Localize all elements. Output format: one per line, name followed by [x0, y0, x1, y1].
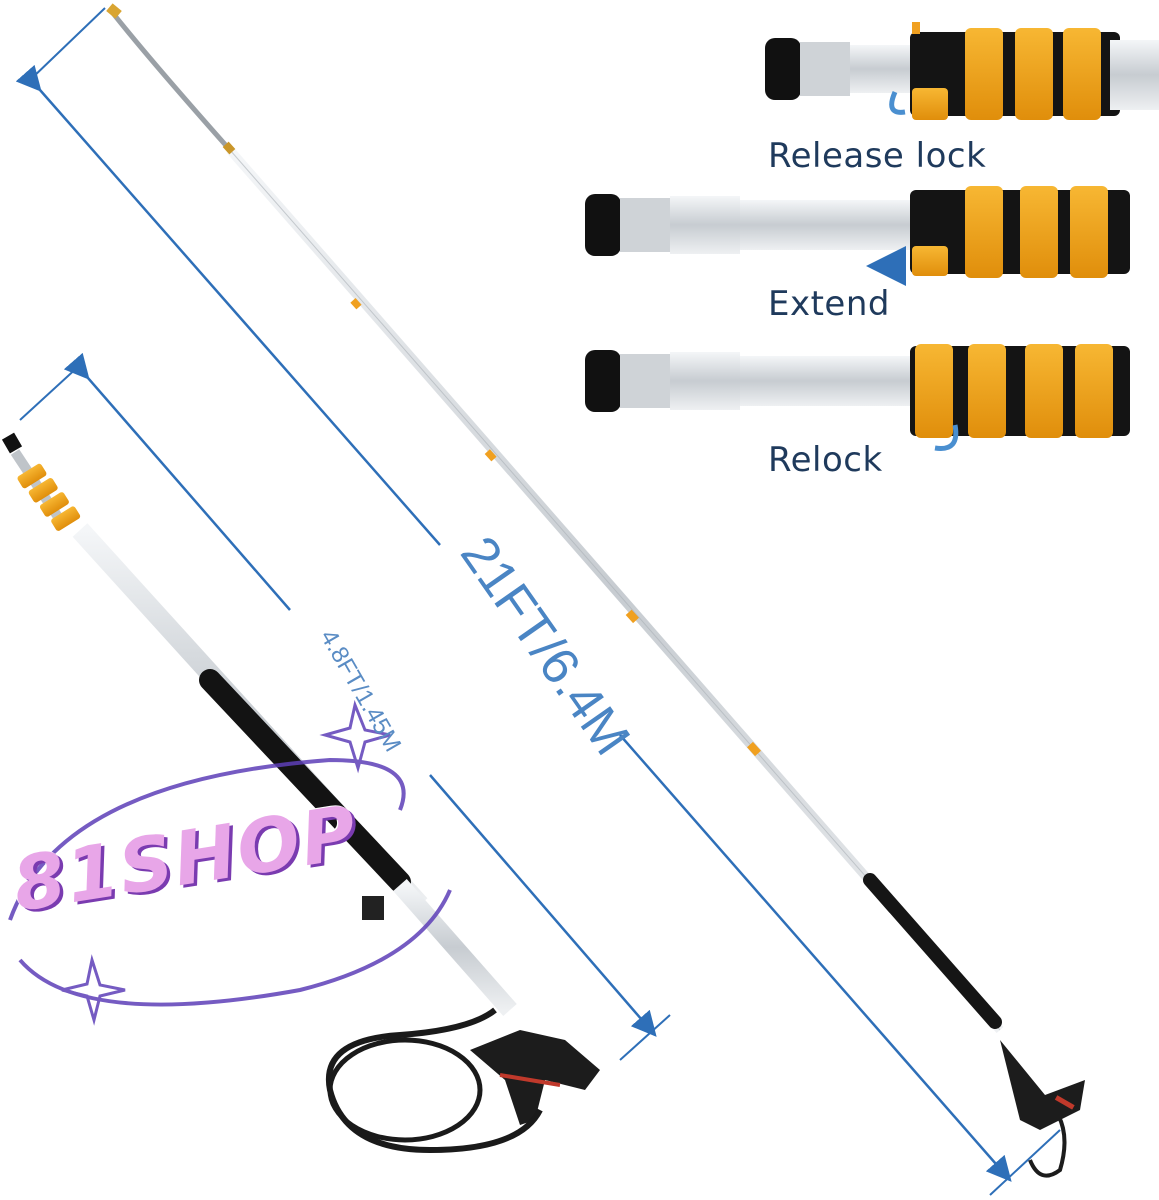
- step-relock-label: Relock: [768, 440, 883, 480]
- short-dimension-arrow: [19, 352, 671, 1061]
- collapsed-pole: [1, 432, 600, 1154]
- extended-pole: [106, 3, 1085, 1178]
- step-extend-image: [585, 186, 1130, 286]
- step-release-lock-image: [765, 22, 1159, 120]
- long-dimension-arrow: [15, 7, 1061, 1196]
- watermark-swoosh: [8, 699, 452, 1026]
- step-extend-label: Extend: [768, 284, 890, 324]
- step-release-lock-label: Release lock: [768, 136, 987, 176]
- step-relock-image: [585, 344, 1130, 452]
